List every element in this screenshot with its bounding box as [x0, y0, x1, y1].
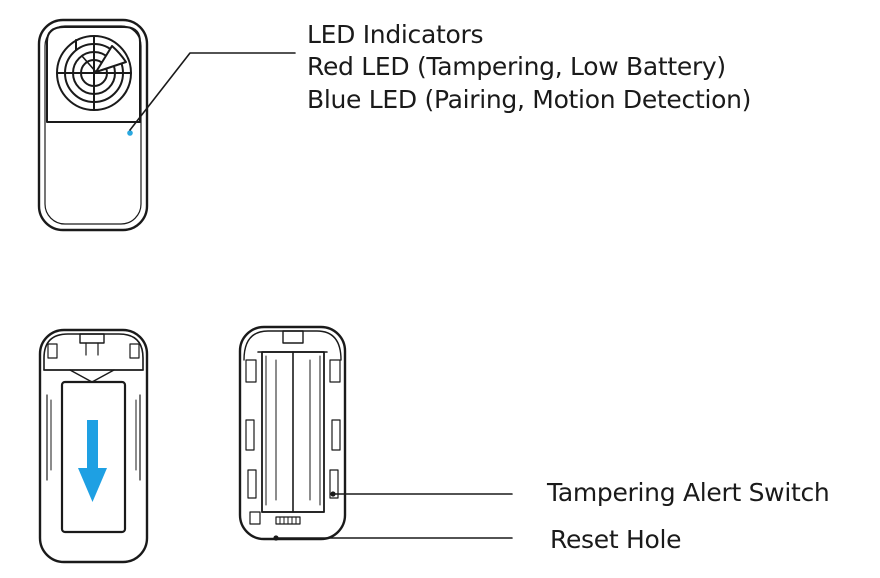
red-led-description: Red LED (Tampering, Low Battery): [307, 52, 726, 81]
sensor-back-cover-view: [38, 328, 149, 564]
led-indicator-dot: [127, 130, 133, 136]
reset-hole-label: Reset Hole: [550, 525, 682, 554]
battery-compartment-view: [238, 325, 347, 541]
sensor-front-view: [37, 18, 149, 232]
pir-lens: [56, 35, 132, 111]
tampering-alert-switch-label: Tampering Alert Switch: [547, 478, 830, 507]
led-indicators-title: LED Indicators: [307, 20, 484, 49]
blue-led-description: Blue LED (Pairing, Motion Detection): [307, 85, 752, 114]
led-leader-line: [129, 52, 296, 131]
arrow-down-icon: [78, 420, 107, 502]
